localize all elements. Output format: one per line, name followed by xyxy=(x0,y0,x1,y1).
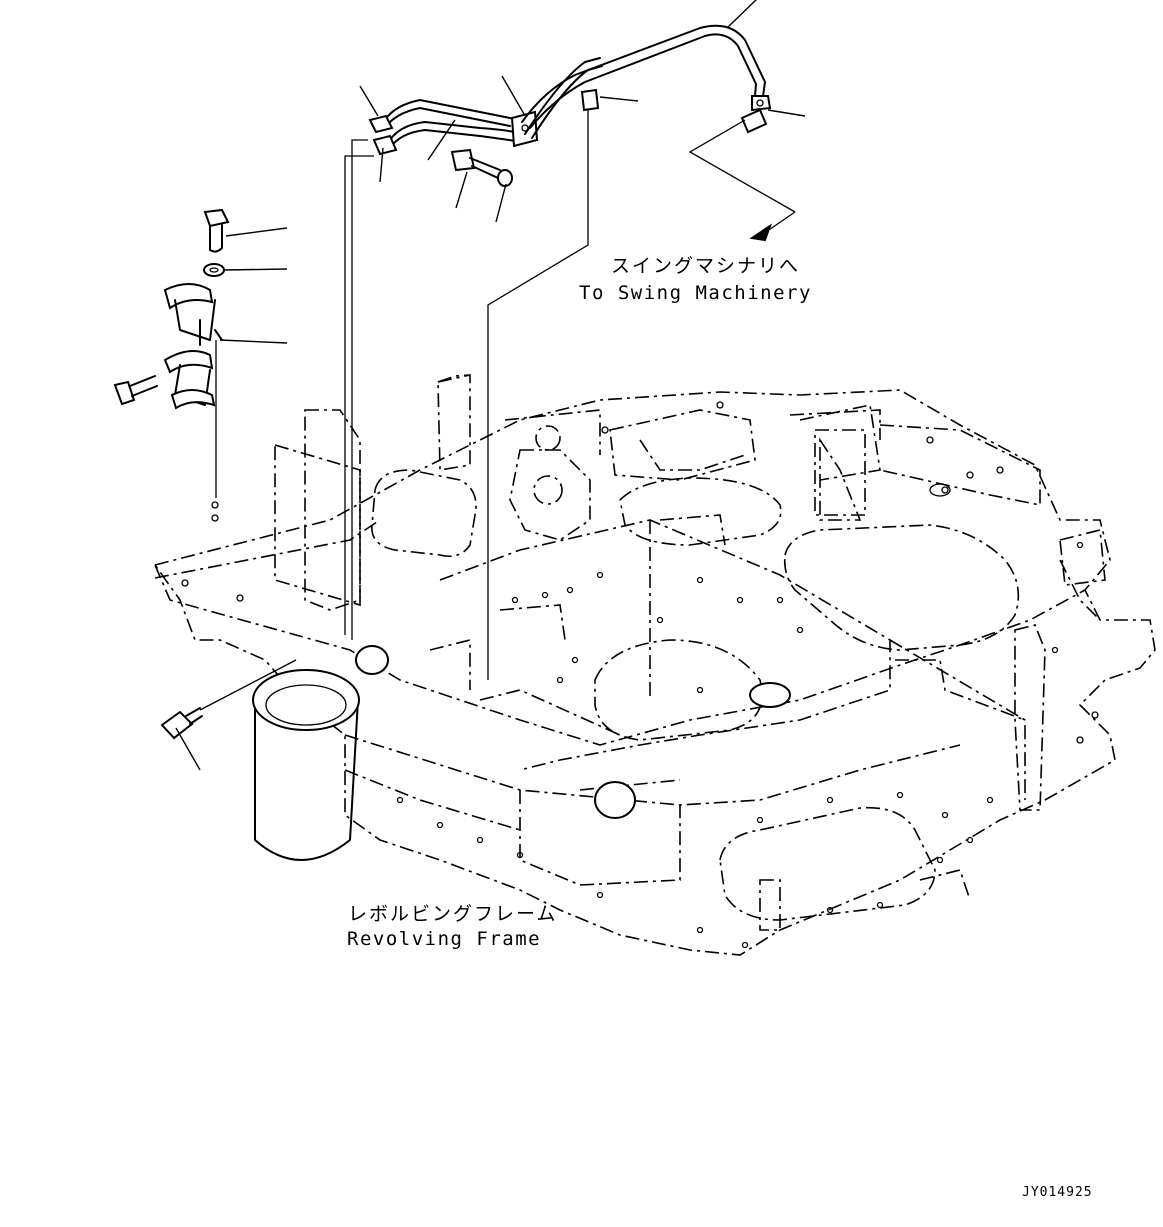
drawing-id: JY014925 xyxy=(1022,1185,1093,1200)
grease-nipple xyxy=(160,707,203,740)
swivel-cylinder xyxy=(252,669,360,861)
swing-label-jp: スイングマシナリへ xyxy=(611,255,800,277)
frame-label-en: Revolving Frame xyxy=(347,928,541,950)
swing-label-en: To Swing Machinery xyxy=(579,282,812,304)
frame-label-jp: レボルビングフレーム xyxy=(348,903,557,925)
connection-lines xyxy=(199,110,796,711)
grease-boss xyxy=(355,483,951,819)
frame-holes xyxy=(181,401,1099,949)
bracket-assembly xyxy=(113,208,230,410)
grease-piping xyxy=(368,24,772,187)
revolving-frame xyxy=(153,374,1156,956)
leader-lines xyxy=(175,0,806,771)
